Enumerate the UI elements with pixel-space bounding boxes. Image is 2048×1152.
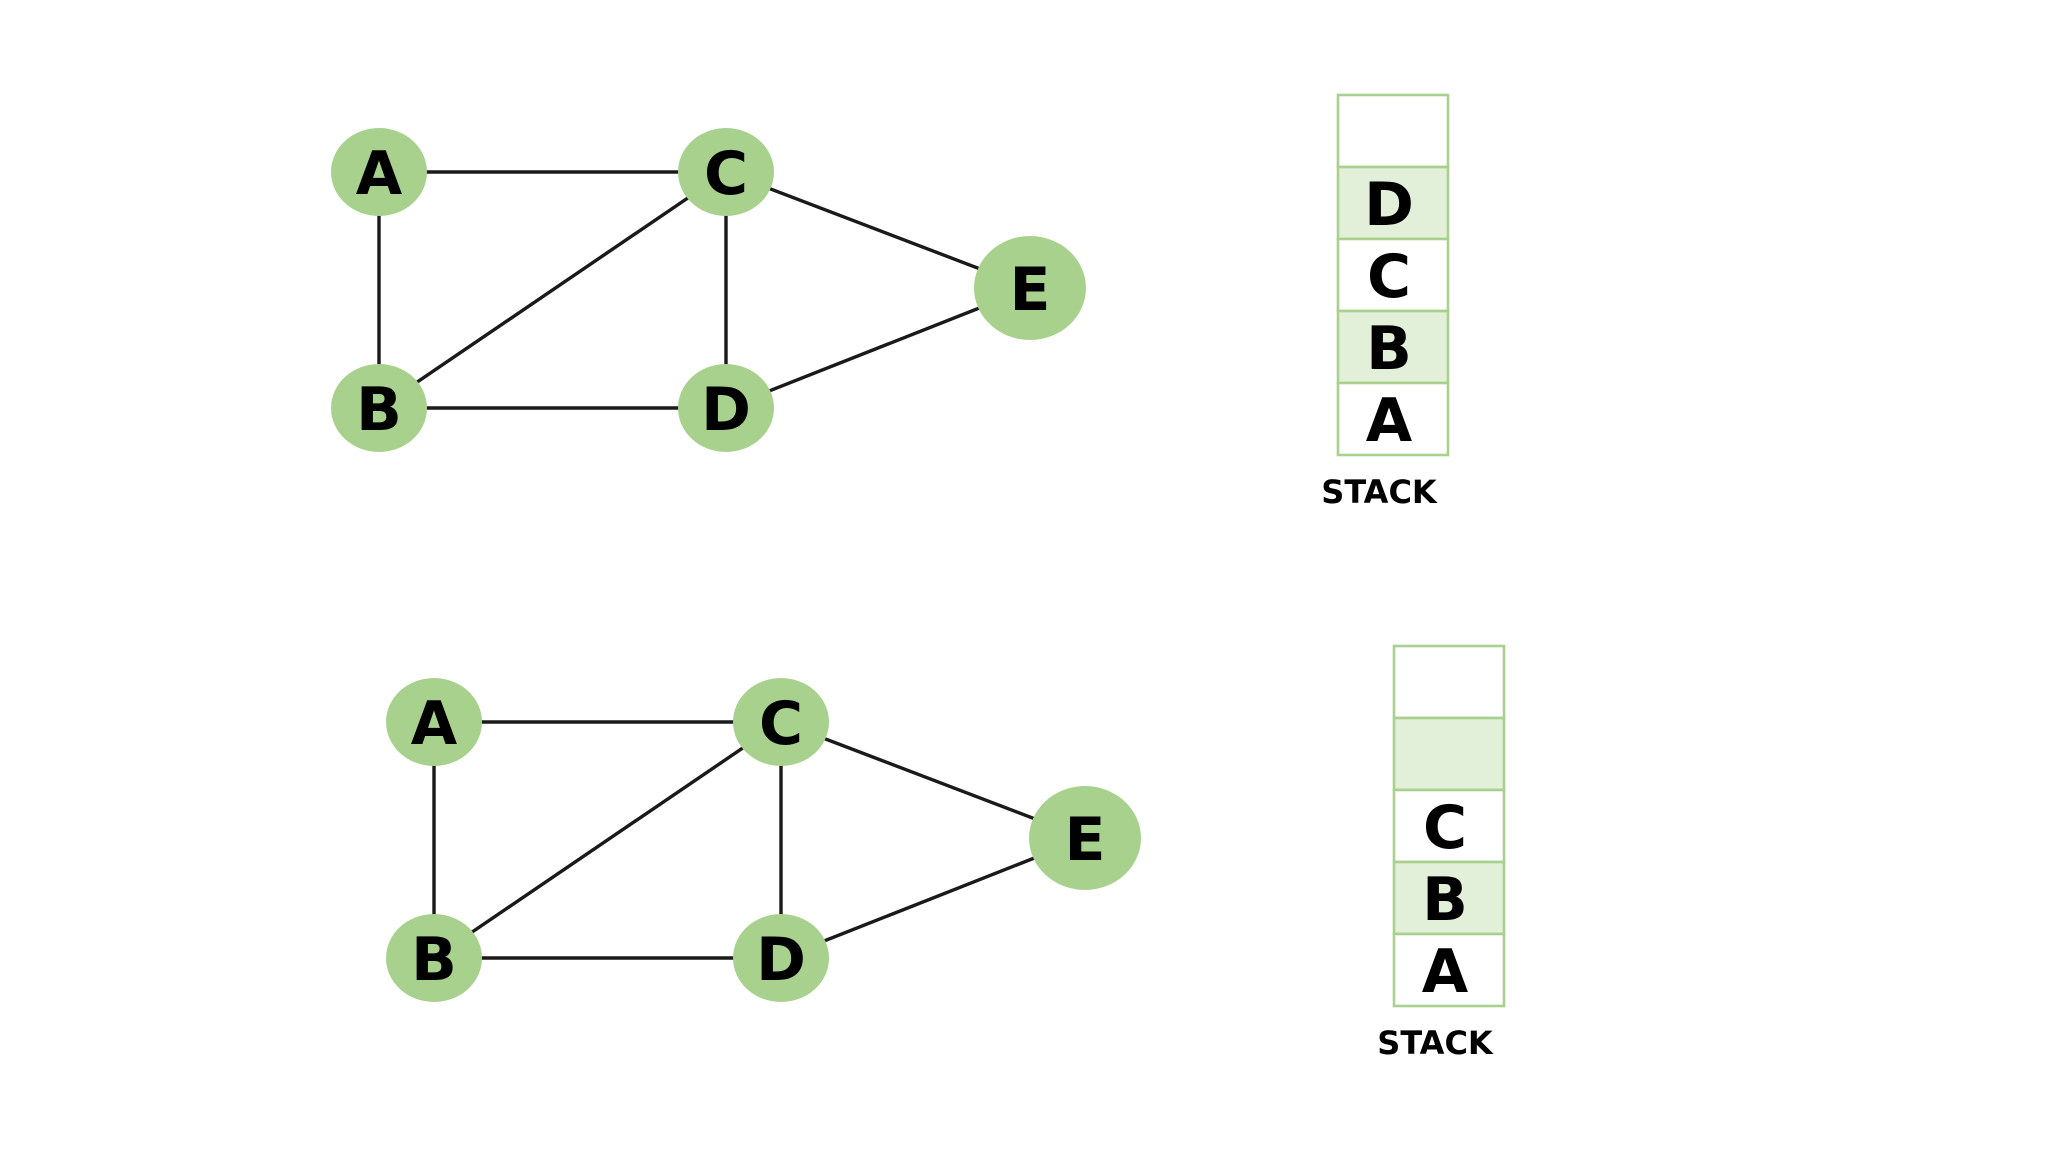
node-a: A — [386, 678, 482, 766]
node-b: B — [331, 364, 427, 452]
stack-cell: A — [1336, 381, 1450, 457]
stack-cell: C — [1336, 237, 1450, 313]
stack-cell: D — [1336, 165, 1450, 241]
stack-cell-label: B — [1422, 865, 1468, 935]
node-label: A — [356, 139, 403, 209]
node-circle — [386, 678, 482, 766]
stack-cell-label: A — [1422, 937, 1469, 1007]
node-circle — [331, 364, 427, 452]
graph: A B C D E — [386, 678, 1141, 1002]
stack-cell-label: B — [1366, 314, 1412, 384]
node-label: C — [704, 139, 748, 209]
node-circle — [386, 914, 482, 1002]
node-c: C — [678, 128, 774, 216]
node-label: C — [759, 689, 803, 759]
node-d: D — [678, 364, 774, 452]
stack-cell — [1392, 644, 1506, 720]
node-circle — [733, 678, 829, 766]
stack-cell-box — [1392, 644, 1506, 720]
node-c: C — [733, 678, 829, 766]
node-label: E — [1065, 805, 1106, 875]
node-circle — [331, 128, 427, 216]
stack-cell-box — [1336, 93, 1450, 169]
edge-b-c — [377, 170, 728, 410]
stack-cell-box — [1392, 716, 1506, 792]
stack-cell-label: A — [1366, 386, 1413, 456]
graph: A B C D E — [331, 128, 1086, 452]
stack-cell-label: C — [1367, 242, 1411, 312]
stack-cell: A — [1392, 932, 1506, 1008]
stack-cell-box — [1392, 932, 1506, 1008]
stack-cell-label: D — [1364, 170, 1414, 240]
stack-cell: B — [1392, 860, 1506, 936]
node-e: E — [1029, 786, 1141, 890]
node-label: D — [701, 375, 751, 445]
stack-cell-box — [1336, 237, 1450, 313]
stack-cell: B — [1336, 309, 1450, 385]
stack-cell — [1392, 716, 1506, 792]
stack-cell-label: C — [1423, 793, 1467, 863]
stack-cell-box — [1392, 860, 1506, 936]
node-label: E — [1010, 255, 1051, 325]
stack-cell — [1336, 93, 1450, 169]
node-e: E — [974, 236, 1086, 340]
node-circle — [1029, 786, 1141, 890]
stack-caption: STACK — [1321, 473, 1438, 511]
stack-cell-box — [1336, 381, 1450, 457]
node-label: A — [411, 689, 458, 759]
node-label: B — [411, 925, 457, 995]
node-label: B — [356, 375, 402, 445]
node-circle — [678, 364, 774, 452]
node-label: D — [756, 925, 806, 995]
stack-caption: STACK — [1377, 1024, 1494, 1062]
node-a: A — [331, 128, 427, 216]
node-circle — [678, 128, 774, 216]
node-circle — [733, 914, 829, 1002]
edge-b-c — [432, 720, 783, 960]
node-d: D — [733, 914, 829, 1002]
stack-cell: C — [1392, 788, 1506, 864]
stack-cell-box — [1392, 788, 1506, 864]
stack: CBA STACK — [1377, 644, 1506, 1062]
node-circle — [974, 236, 1086, 340]
node-b: B — [386, 914, 482, 1002]
